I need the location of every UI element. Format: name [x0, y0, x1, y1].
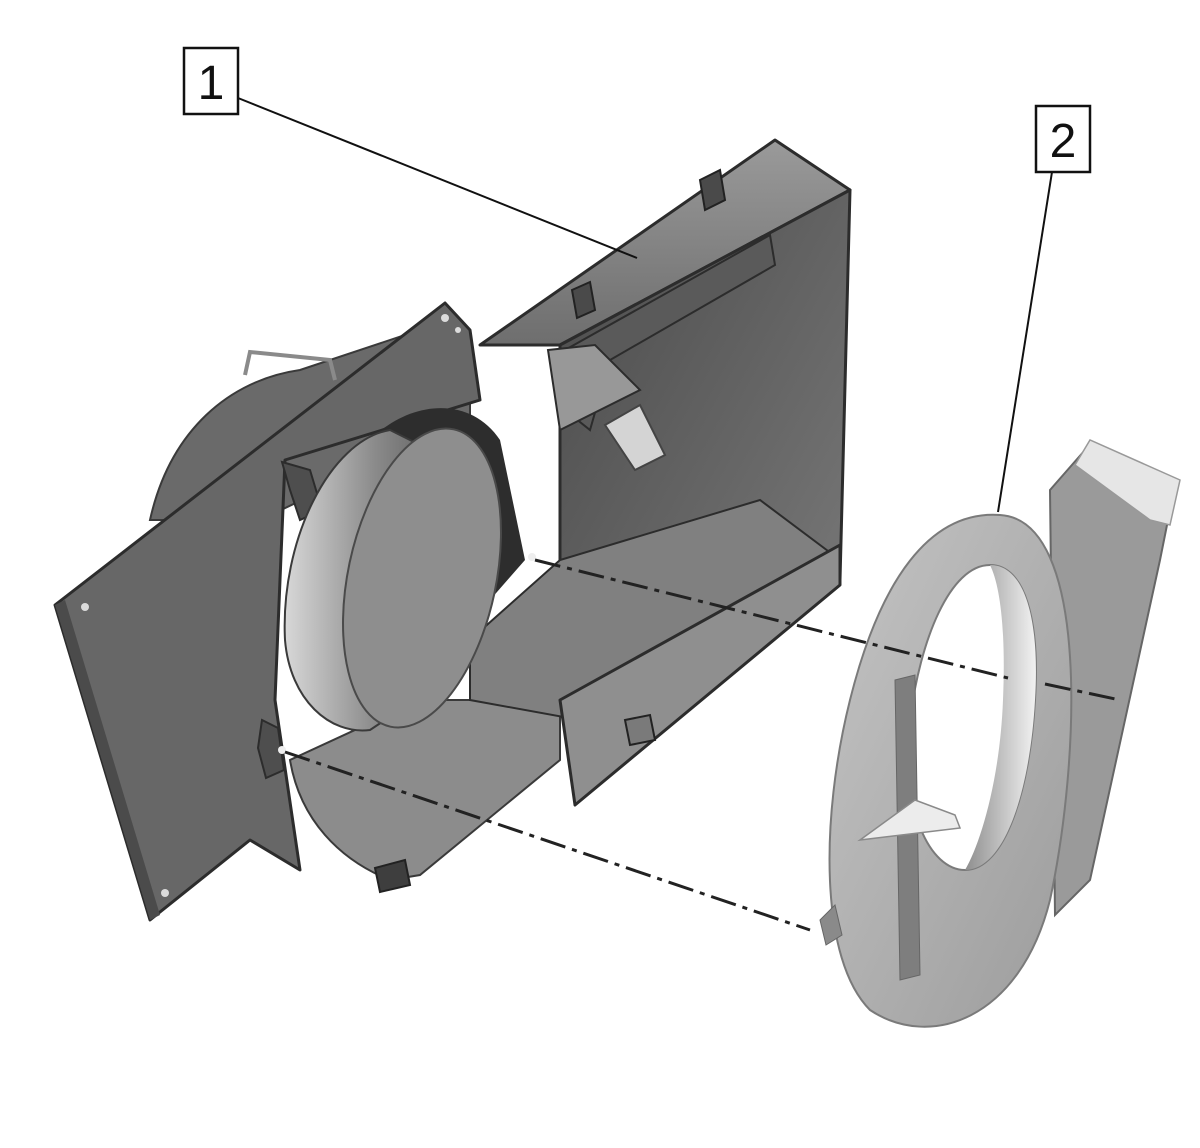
- flange-screw-hole: [81, 603, 89, 611]
- housing-connector-tab: [603, 403, 667, 472]
- housing-wire-bracket: [243, 349, 337, 381]
- housing-lower-scroll: [288, 699, 561, 882]
- assembly-line-lower: [284, 750, 811, 932]
- callout-1-box: [182, 46, 240, 116]
- cover-plate-ring-body: [828, 513, 1073, 1028]
- blower-housing: [53, 138, 852, 922]
- housing-flange-plate: [53, 301, 482, 922]
- cover-plate-arrow-fin: [857, 799, 962, 842]
- housing-duct-divider: [546, 343, 642, 432]
- housing-top-clip: [698, 168, 727, 212]
- housing-mount-point: [278, 746, 286, 754]
- callout-1-label: 1: [198, 57, 225, 110]
- fan-wheel-disc: [342, 427, 502, 729]
- cover-plate-inner-ring: [965, 565, 1036, 870]
- scroll-cover-plate: [819, 439, 1181, 1028]
- cover-plate-left-tab: [819, 904, 843, 946]
- callout-2-box: [1034, 104, 1092, 174]
- callout-2: 2: [997, 104, 1092, 513]
- callout-1-leader: [237, 97, 638, 259]
- housing-lower-tab: [373, 858, 412, 894]
- assembly-line-upper-ext: [1044, 682, 1121, 702]
- assembly-line-upper: [534, 558, 1009, 680]
- flange-screw-hole: [441, 314, 449, 322]
- flange-screw-hole: [455, 327, 461, 333]
- housing-side-tab: [623, 713, 657, 747]
- flange-screw-hole: [161, 889, 169, 897]
- callout-2-leader: [997, 171, 1053, 513]
- callout-1: 1: [182, 46, 638, 259]
- cover-plate-top-tab: [1074, 439, 1181, 526]
- flange-clip: [256, 718, 286, 780]
- housing-flange-edge: [55, 600, 160, 920]
- housing-mount-point: [528, 553, 536, 561]
- callout-2-label: 2: [1050, 115, 1077, 168]
- assembly-lines: [284, 558, 1121, 932]
- housing-top-clip: [570, 280, 597, 320]
